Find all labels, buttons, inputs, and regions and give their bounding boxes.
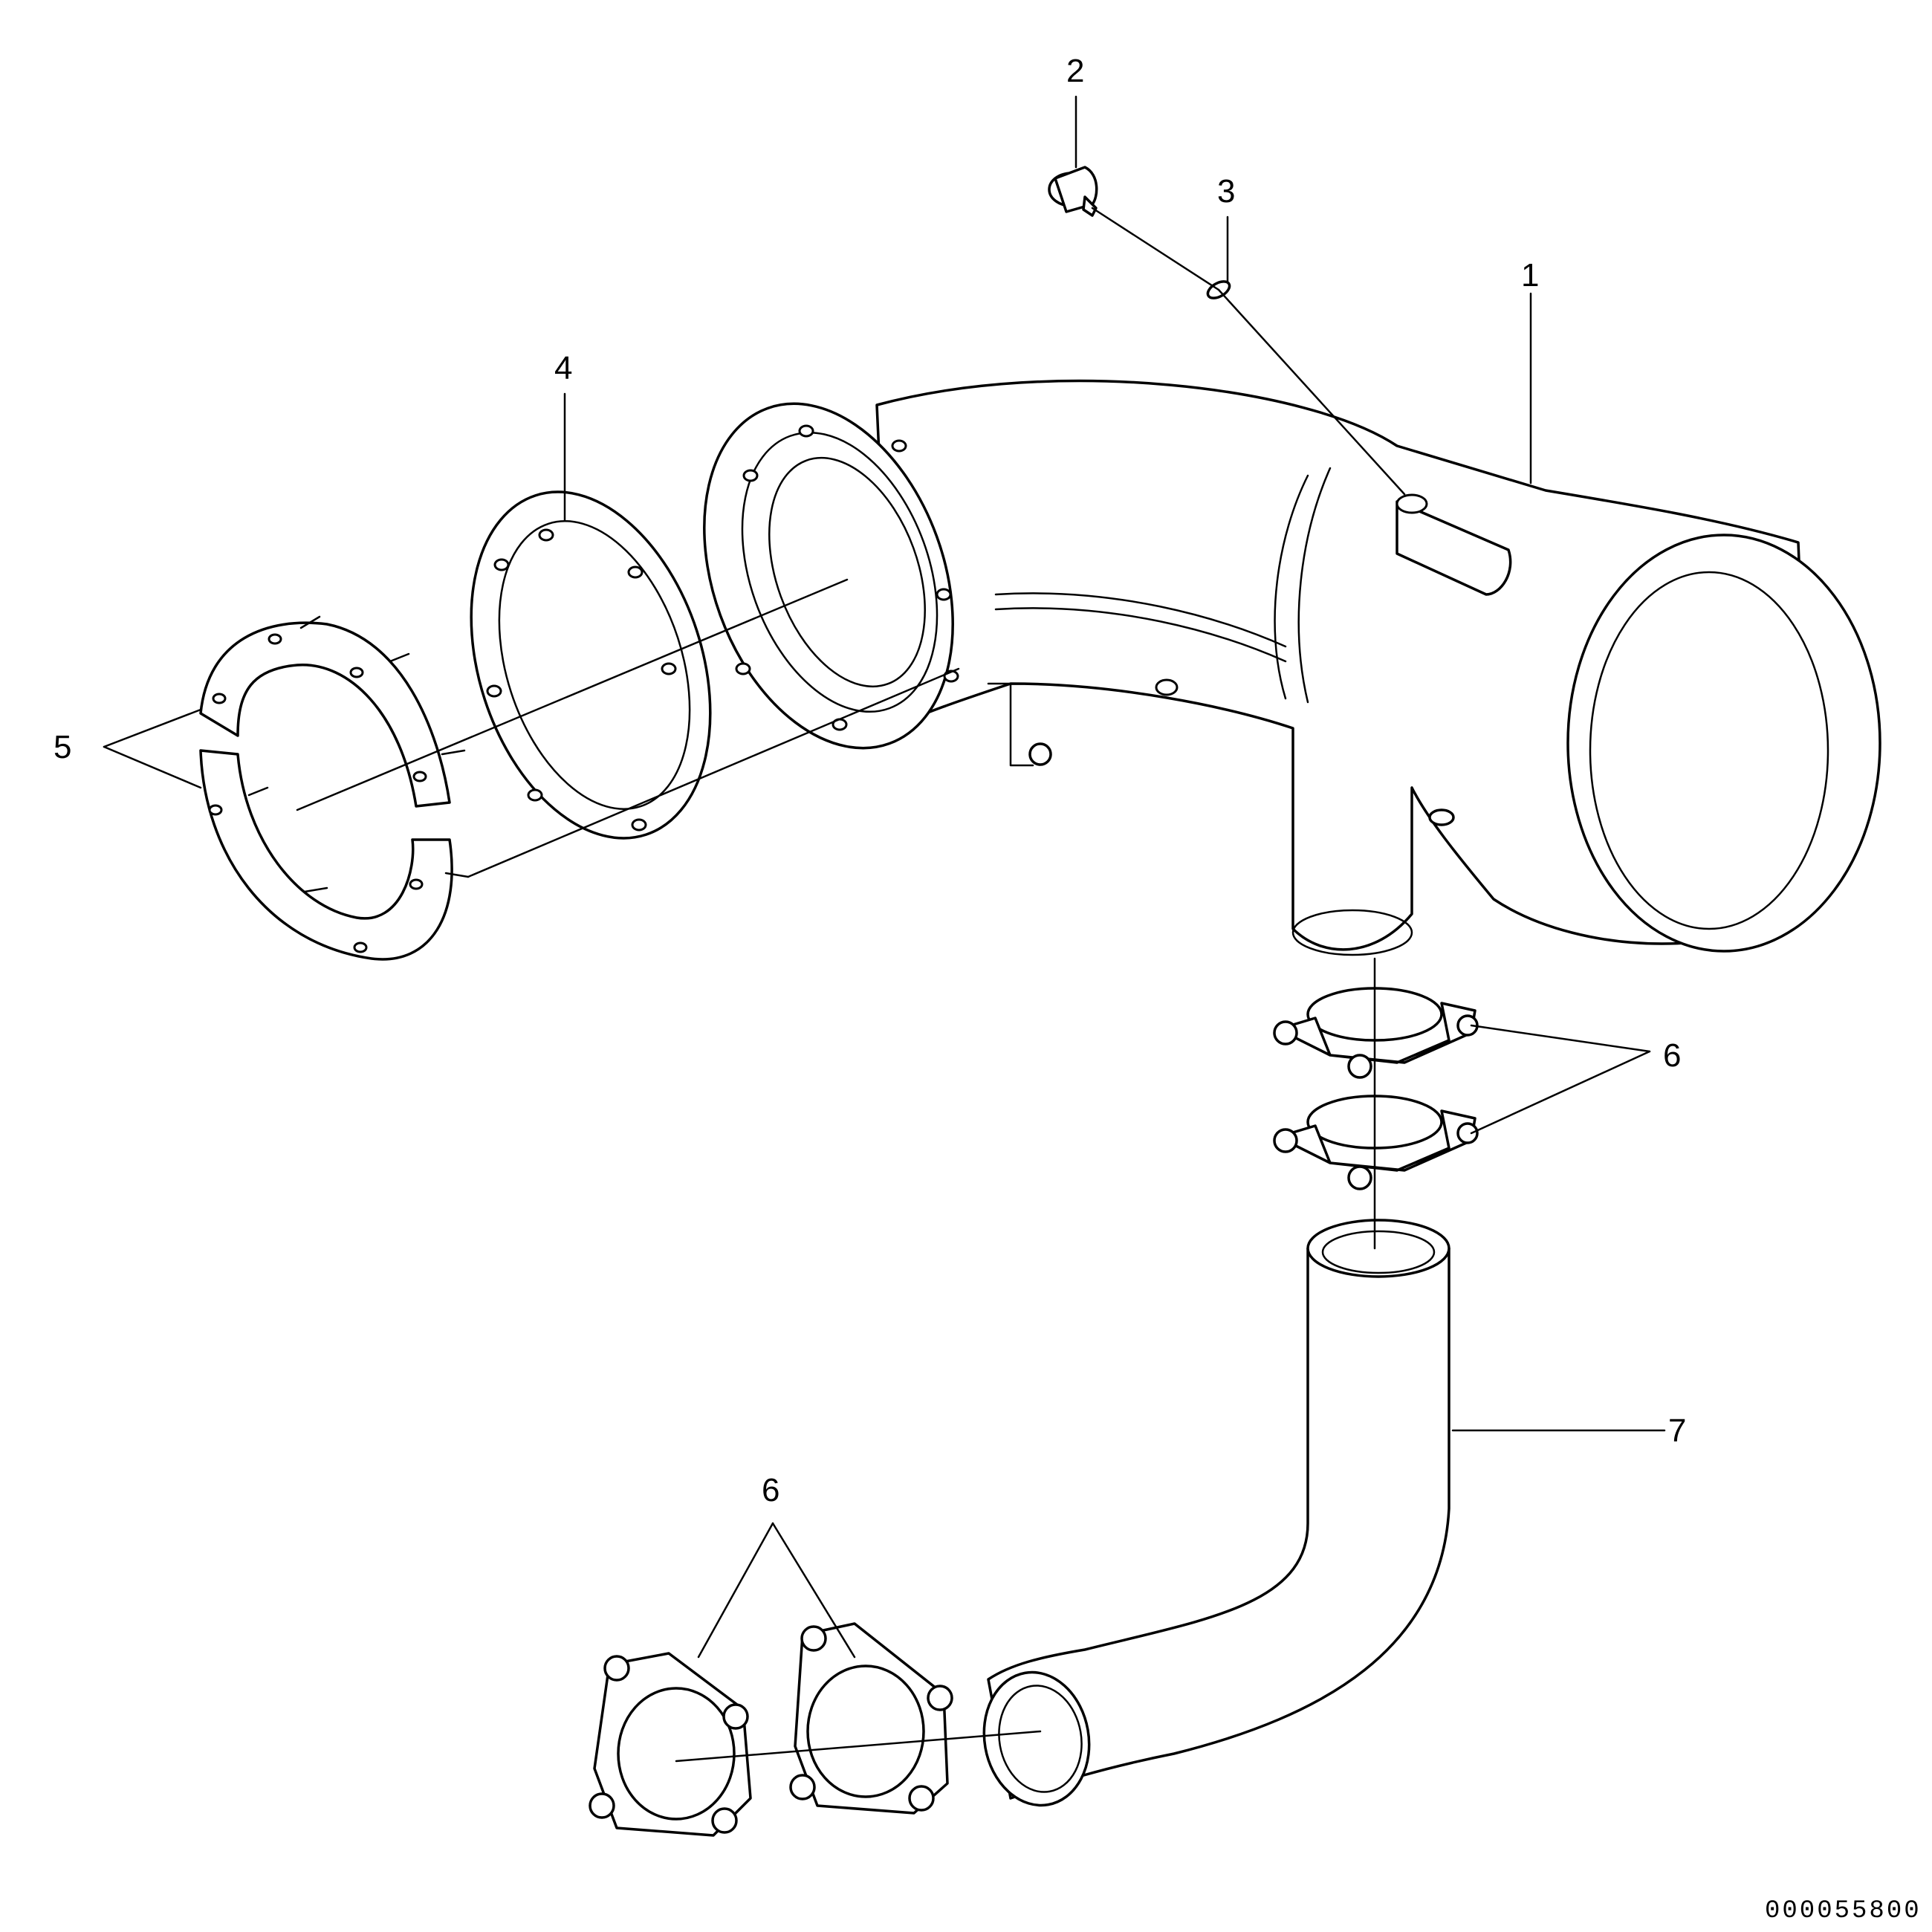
part-4-gasket <box>470 490 712 840</box>
part-2-plug <box>1048 166 1098 217</box>
leader-lines <box>103 95 1666 1659</box>
assembly-centerlines <box>296 207 1406 1763</box>
part-5-split-flange <box>199 615 470 961</box>
part-6-clamp-upper <box>1273 987 1479 1079</box>
callout-6-upper: 6 <box>1663 1037 1681 1074</box>
part-1-elbow-housing <box>703 379 1881 956</box>
callout-4: 4 <box>554 350 572 386</box>
callout-7: 7 <box>1668 1413 1686 1449</box>
callout-5: 5 <box>54 729 71 765</box>
part-6-clamp-lower <box>1273 1095 1479 1190</box>
drawing-number: 000055800 <box>1765 1897 1922 1925</box>
callout-3: 3 <box>1217 173 1235 210</box>
callout-2: 2 <box>1066 53 1084 89</box>
callout-1: 1 <box>1521 257 1539 294</box>
part-7-bent-hose <box>982 1219 1450 1807</box>
part-6-clamp-right <box>789 1622 953 1815</box>
part-6-clamp-left <box>589 1652 752 1837</box>
callout-6-lower: 6 <box>762 1472 779 1508</box>
callout-labels: 1 2 3 4 5 6 6 7 <box>54 53 1686 1508</box>
